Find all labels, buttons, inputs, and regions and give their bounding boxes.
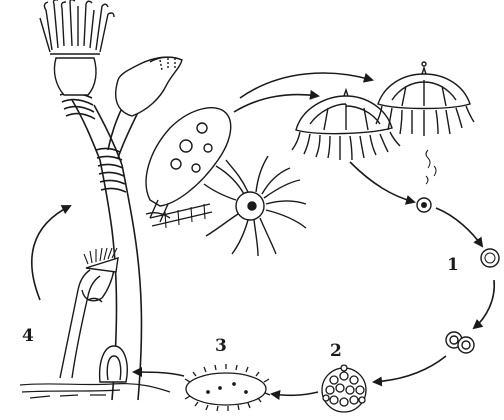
- stage-label-3: 3: [215, 336, 227, 356]
- cycle-arrows: [32, 73, 494, 395]
- blastula-stage-2: [322, 365, 366, 412]
- substrate: [20, 384, 170, 398]
- gonotheca-cup: [116, 57, 182, 116]
- arrow-polyp-to-colony: [32, 206, 70, 300]
- gametes: [426, 150, 436, 184]
- stage-label-1: 1: [447, 255, 459, 275]
- stage-label-4: 4: [22, 326, 34, 346]
- zygote-stage-1: [481, 249, 499, 267]
- two-cell-stage: [446, 332, 474, 353]
- arrow-medusa-to-egg: [350, 162, 414, 202]
- arrow-egg-to-zygote: [436, 208, 482, 246]
- feeding-polyp-left: [40, 0, 114, 95]
- fertilized-egg: [417, 198, 431, 212]
- arrow-two-cell-to-blastula: [374, 356, 446, 382]
- settled-larva: [100, 346, 128, 382]
- colony-stalk: [60, 93, 141, 400]
- arrow-zygote-to-two-cell: [474, 280, 494, 328]
- arrow-planula-to-settled: [134, 372, 184, 376]
- stage-label-2: 2: [330, 341, 342, 361]
- arrow-blastula-to-planula: [272, 392, 318, 395]
- arrow-polyp-to-medusa-2: [234, 95, 318, 112]
- reproductive-polyp: [146, 108, 231, 222]
- planula-larva-stage-3: [185, 364, 270, 411]
